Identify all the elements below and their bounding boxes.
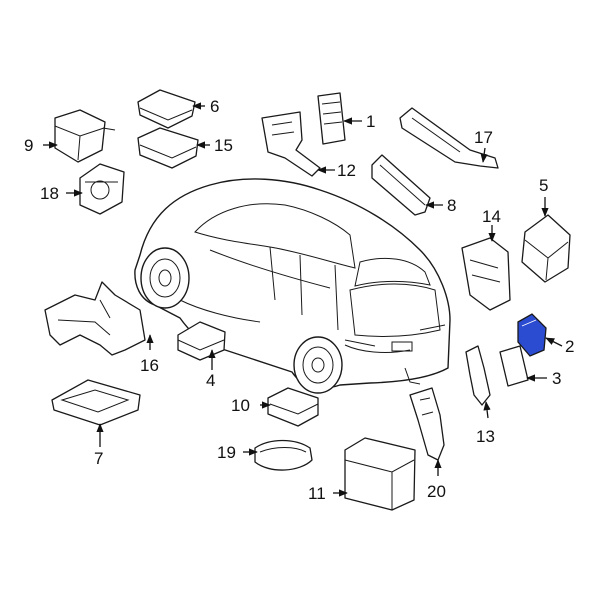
callout-9: 9 — [24, 136, 33, 155]
callout-19: 19 — [217, 443, 236, 462]
callout-labels: 1 2 3 4 5 6 7 8 9 10 11 12 13 14 15 16 1… — [24, 97, 574, 503]
callout-6: 6 — [210, 97, 219, 116]
part-18-bracket[interactable] — [79, 163, 125, 215]
part-12-bracket[interactable] — [261, 111, 321, 177]
callout-14: 14 — [482, 207, 501, 226]
part-19-cover[interactable] — [254, 439, 313, 471]
part-7-module[interactable] — [51, 379, 141, 426]
part-1-module[interactable] — [317, 92, 346, 145]
callout-10: 10 — [231, 396, 250, 415]
part-13-bracket[interactable] — [465, 345, 491, 406]
part-5-module[interactable] — [521, 214, 571, 283]
callout-12: 12 — [337, 161, 356, 180]
part-3-plate[interactable] — [499, 345, 529, 387]
part-16-bracket[interactable] — [44, 281, 146, 356]
callout-4: 4 — [206, 371, 215, 390]
part-9-module[interactable] — [54, 109, 116, 163]
callout-11: 11 — [308, 484, 326, 503]
callout-20: 20 — [427, 482, 446, 501]
part-8-module[interactable] — [371, 154, 431, 216]
part-20-bracket[interactable] — [409, 387, 445, 461]
callout-3: 3 — [552, 369, 561, 388]
callout-15: 15 — [214, 136, 233, 155]
part-11-ecu[interactable] — [344, 437, 416, 511]
callout-2: 2 — [565, 337, 574, 356]
vehicle-illustration — [134, 178, 451, 394]
leader-lines — [43, 102, 563, 497]
callout-8: 8 — [447, 196, 456, 215]
part-15-module[interactable] — [137, 127, 199, 169]
part-2-highlighted-module[interactable] — [517, 313, 547, 357]
callout-1: 1 — [366, 112, 375, 131]
part-17-bracket[interactable] — [399, 107, 499, 169]
callout-7: 7 — [94, 449, 103, 468]
callout-5: 5 — [539, 176, 548, 195]
callout-18: 18 — [40, 184, 59, 203]
part-10-module[interactable] — [267, 387, 319, 427]
callout-17: 17 — [474, 128, 493, 147]
callout-13: 13 — [476, 427, 495, 446]
part-6-module[interactable] — [137, 89, 196, 129]
part-14-module[interactable] — [461, 237, 511, 311]
callout-16: 16 — [140, 356, 159, 375]
